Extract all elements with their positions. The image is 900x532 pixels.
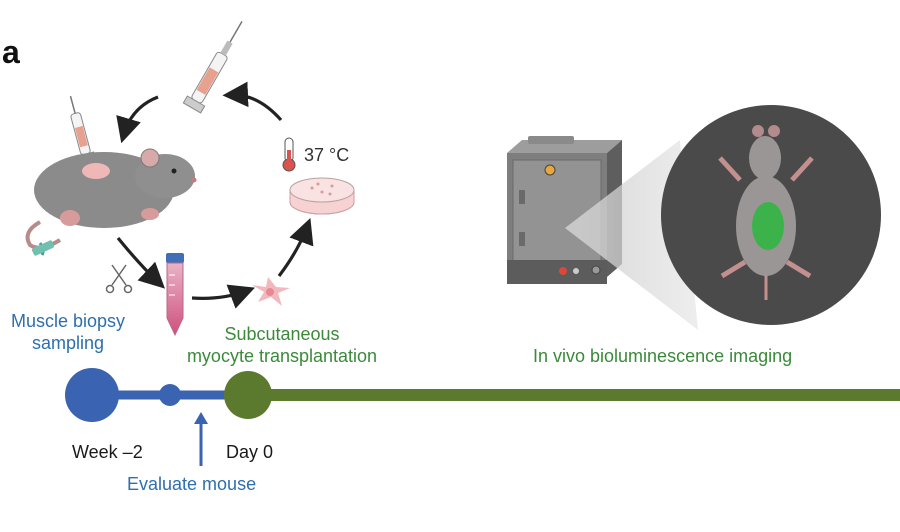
biopsy-label-line2: sampling [31,333,105,353]
timeline-day0-node [224,371,272,419]
cycle-arrows [116,81,314,309]
biopsy-label: Muscle biopsy sampling [0,310,136,354]
imaging-system-icon [507,136,622,284]
arrow-to-mouse [116,95,159,144]
transplant-label: Subcutaneous myocyte transplantation [164,323,400,367]
imaging-label: In vivo bioluminescence imaging [533,346,793,366]
syringe-icon [182,20,243,114]
arrow-to-syringe [222,81,283,122]
panel-label: a [2,34,20,70]
thermometer-icon [282,137,296,172]
timeline-mid-node [159,384,181,406]
bioluminescence-signal [752,202,784,250]
transplant-label-line2: myocyte transplantation [186,346,378,366]
catheter-icon [31,240,55,256]
timeline [65,368,900,466]
biopsy-label-line1: Muscle biopsy [10,311,126,331]
sample-tube-icon [166,253,184,337]
evaluate-label: Evaluate mouse [127,474,257,494]
temperature-label: 37 °C [304,145,350,165]
arrow-to-cell [191,284,255,309]
syringe-icon [69,95,96,163]
bioluminescence-view [661,105,881,325]
petri-dish-icon [289,177,355,215]
transplant-label-line1: Subcutaneous [224,324,340,344]
arrow-to-dish [277,218,314,277]
timeline-start-node [65,368,119,422]
myocyte-cell-icon [252,277,290,306]
mouse-icon [25,148,197,250]
scissors-icon [105,264,133,294]
timeline-day0-label: Day 0 [226,442,274,462]
timeline-start-label: Week –2 [72,442,143,462]
arrow-to-tube [116,236,165,289]
